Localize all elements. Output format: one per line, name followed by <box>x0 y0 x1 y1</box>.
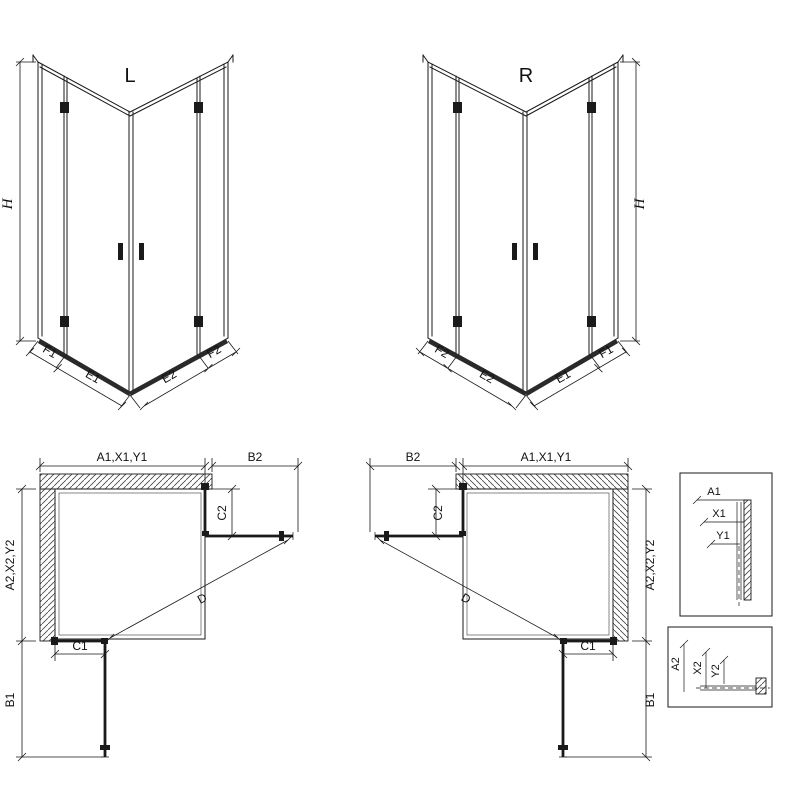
height-label-left: H <box>0 197 16 210</box>
detail-y2-label: Y2 <box>710 664 722 677</box>
detail-y1-label: Y1 <box>716 530 729 542</box>
variant-label-left: L <box>124 65 135 87</box>
shower-tray <box>54 488 206 640</box>
detail-top-wall-profile <box>743 499 752 601</box>
glass-panels <box>55 489 293 757</box>
dim-e2-left: E2 <box>159 367 179 387</box>
door-handles <box>118 243 144 260</box>
front-view-left-labels: L H F1 E1 E2 F2 <box>0 65 224 386</box>
dim-e2-right: E2 <box>477 367 497 387</box>
dim-door-return-right: C2 <box>431 505 445 521</box>
dim-top-width-left: A1,X1,Y1 <box>97 450 148 464</box>
dim-side-depth-left: A2,X2,Y2 <box>3 539 17 590</box>
dim-door-drop-right: B1 <box>643 692 657 707</box>
dim-e1-left: E1 <box>83 367 103 387</box>
dim-f1-left: F1 <box>40 342 59 361</box>
detail-x1-label: X1 <box>712 508 725 520</box>
detail-bottom-lines <box>679 639 756 692</box>
detail-top-frame <box>679 472 773 617</box>
front-view-right-labels: R H F2 E2 E1 F1 <box>432 65 648 386</box>
dim-door-span-right: B2 <box>406 450 421 464</box>
height-label-right: H <box>632 197 648 210</box>
wall-top <box>39 473 213 490</box>
detail-a1-label: A1 <box>707 486 720 498</box>
tray-profile <box>37 339 229 396</box>
plan-view-right-labels: B2 A1,X1,Y1 C2 A2,X2,Y2 B1 C1 D <box>406 450 657 707</box>
plan-view-right-art <box>364 456 654 763</box>
dim-door-return-left: C2 <box>215 505 229 521</box>
detail-bottom-wall-profile <box>755 677 767 695</box>
dim-e1-right: E1 <box>553 367 573 387</box>
wall-left <box>39 488 56 642</box>
detail-x2-label: X2 <box>692 661 704 674</box>
dim-door-drop-left: B1 <box>3 692 17 707</box>
dimension-lines <box>15 57 241 411</box>
plan-dimension-lines <box>16 458 303 762</box>
dim-fixed-width-right: C1 <box>580 639 596 653</box>
dim-top-width-right: A1,X1,Y1 <box>521 450 572 464</box>
detail-top-lines <box>692 495 748 600</box>
detail-bottom-frame <box>667 626 773 708</box>
plan-view-left-art <box>16 458 303 762</box>
dim-door-span-left: B2 <box>248 450 263 464</box>
front-view-left-art <box>15 54 241 411</box>
dim-f1-right: F1 <box>596 342 615 361</box>
dim-f2-left: F2 <box>204 342 223 361</box>
detail-a2-label: A2 <box>670 657 682 670</box>
shower-tray-inner <box>58 492 202 636</box>
detail-view-top: A1 X1 Y1 <box>679 472 773 617</box>
detail-view-bottom: A2 X2 Y2 <box>667 626 773 708</box>
variant-label-right: R <box>519 65 533 87</box>
hinges <box>60 102 203 327</box>
dim-fixed-width-left: C1 <box>72 639 88 653</box>
dim-side-depth-right: A2,X2,Y2 <box>643 539 657 590</box>
dim-f2-right: F2 <box>432 342 451 361</box>
